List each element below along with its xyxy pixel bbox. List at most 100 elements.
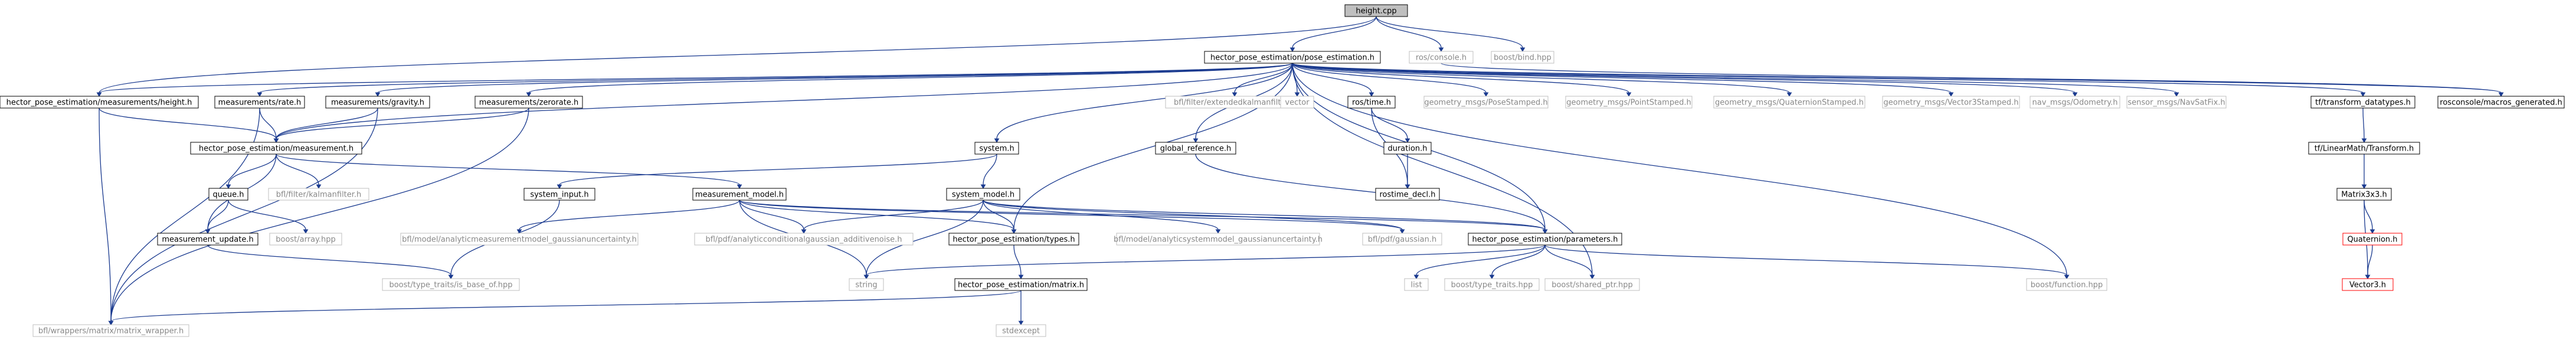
node-label-nav-msgs-odometry-h: nav_msgs/Odometry.h xyxy=(2032,99,2118,107)
node-pose-estimation-h[interactable]: hector_pose_estimation/pose_estimation.h xyxy=(1204,51,1381,64)
arrowhead-parameters-h-to-list xyxy=(1413,275,1419,279)
node-boost-function-hpp[interactable]: boost/function.hpp xyxy=(2026,278,2107,291)
node-boost-is-base-of-hpp[interactable]: boost/type_traits/is_base_of.hpp xyxy=(382,278,520,291)
node-bfl-gaussian-h[interactable]: bfl/pdf/gaussian.h xyxy=(1362,233,1442,246)
edge-pose-estimation-h-to-boost-function-hpp xyxy=(1292,63,2067,276)
node-box-measurement-model-h xyxy=(692,188,787,201)
arrowhead-height-cpp-to-ros-console-h xyxy=(1438,47,1444,52)
node-geometry-msgs-pointstamped-h[interactable]: geometry_msgs/PointStamped.h xyxy=(1565,96,1693,109)
arrowhead-pose-estimation-h-to-geometry-msgs-posestamped-h xyxy=(1483,92,1489,97)
arrowhead-types-h-to-matrix-h xyxy=(1018,275,1024,279)
edge-queue-h-to-boost-array-hpp xyxy=(228,200,306,230)
node-height-cpp[interactable]: height.cpp xyxy=(1344,4,1408,17)
node-measurements-gravity-h[interactable]: measurements/gravity.h xyxy=(325,96,430,109)
node-box-linearmath-transform-h xyxy=(2308,142,2420,155)
node-system-h[interactable]: system.h xyxy=(974,142,1019,155)
node-matrix3x3-h[interactable]: Matrix3x3.h xyxy=(2336,188,2392,201)
node-rosconsole-macros-generated-h[interactable]: rosconsole/macros_generated.h xyxy=(2437,96,2565,109)
node-label-duration-h: duration.h xyxy=(1387,145,1427,153)
node-sensor-msgs-navsatfix-h[interactable]: sensor_msgs/NavSatFix.h xyxy=(2126,96,2227,109)
node-geometry-msgs-posestamped-h[interactable]: geometry_msgs/PoseStamped.h xyxy=(1423,96,1549,109)
edge-pose-estimation-h-to-system-h xyxy=(996,63,1293,139)
edge-parameters-h-to-boost-shared-ptr-hpp xyxy=(1544,244,1593,276)
node-geometry-msgs-vector3stamped-h[interactable]: geometry_msgs/Vector3Stamped.h xyxy=(1882,96,2020,109)
node-label-stdexcept: stdexcept xyxy=(1002,327,1040,336)
node-boost-type-traits-hpp[interactable]: boost/type_traits.hpp xyxy=(1444,278,1540,291)
node-ros-time-h[interactable]: ros/time.h xyxy=(1347,96,1396,109)
node-matrix-wrapper-h[interactable]: bfl/wrappers/matrix/matrix_wrapper.h xyxy=(32,324,189,337)
edge-pose-estimation-h-to-tf-transform-datatypes-h xyxy=(1292,63,2364,93)
node-vector[interactable]: vector xyxy=(1280,96,1314,109)
node-label-boost-shared-ptr-hpp: boost/shared_ptr.hpp xyxy=(1552,281,1633,290)
edge-height-cpp-to-ros-console-h xyxy=(1376,16,1442,48)
edge-measurements-gravity-h-to-matrix-wrapper-h xyxy=(110,107,378,322)
node-measurements-rate-h[interactable]: measurements/rate.h xyxy=(214,96,305,109)
node-measurements-zerorate-h[interactable]: measurements/zerorate.h xyxy=(474,96,583,109)
arrowhead-measurement-model-h-to-bfl-analyticmeasurementmodel-h xyxy=(516,229,522,234)
arrowhead-pose-estimation-h-to-vector xyxy=(1294,92,1300,97)
node-label-boost-type-traits-hpp: boost/type_traits.hpp xyxy=(1451,281,1533,290)
node-list[interactable]: list xyxy=(1404,278,1429,291)
node-global-reference-h[interactable]: global_reference.h xyxy=(1155,142,1236,155)
node-box-vector xyxy=(1280,96,1314,109)
node-stdexcept[interactable]: stdexcept xyxy=(996,324,1046,337)
arrowhead-system-input-h-to-boost-is-base-of-hpp xyxy=(448,275,454,279)
node-label-pose-estimation-h: hector_pose_estimation/pose_estimation.h xyxy=(1210,54,1374,63)
arrowhead-measurement-h-to-bfl-kalmanfilter-h xyxy=(316,184,322,189)
node-label-bfl-gaussian-h: bfl/pdf/gaussian.h xyxy=(1368,236,1436,244)
node-parameters-h[interactable]: hector_pose_estimation/parameters.h xyxy=(1468,233,1622,246)
edge-types-h-to-matrix-h xyxy=(1013,244,1022,276)
edge-system-h-to-system-model-h xyxy=(983,153,997,185)
edge-measurements-gravity-h-to-measurement-h xyxy=(276,107,378,139)
node-geometry-msgs-quaternionstamped-h[interactable]: geometry_msgs/QuaternionStamped.h xyxy=(1713,96,1865,109)
edge-measurements-height-h-to-matrix-wrapper-h xyxy=(99,107,112,322)
node-box-geometry-msgs-quaternionstamped-h xyxy=(1713,96,1865,109)
node-boost-array-hpp[interactable]: boost/array.hpp xyxy=(269,233,342,246)
node-string[interactable]: string xyxy=(849,278,884,291)
node-duration-h[interactable]: duration.h xyxy=(1383,142,1432,155)
node-box-system-input-h xyxy=(523,188,595,201)
node-bfl-analyticsystemmodel-h[interactable]: bfl/model/analyticsystemmodel_gaussianun… xyxy=(1114,233,1323,246)
node-label-linearmath-transform-h: tf/LinearMath/Transform.h xyxy=(2315,145,2414,153)
node-tf-transform-datatypes-h[interactable]: tf/transform_datatypes.h xyxy=(2310,96,2415,109)
edge-measurement-model-h-to-bfl-gaussian-h xyxy=(739,200,1403,230)
edge-measurement-h-to-queue-h xyxy=(228,153,277,185)
node-label-boost-is-base-of-hpp: boost/type_traits/is_base_of.hpp xyxy=(389,281,512,290)
node-label-tf-transform-datatypes-h: tf/transform_datatypes.h xyxy=(2315,99,2411,107)
node-rostime-decl-h[interactable]: rostime_decl.h xyxy=(1375,188,1440,201)
node-types-h[interactable]: hector_pose_estimation/types.h xyxy=(948,233,1079,246)
arrowhead-pose-estimation-h-to-geometry-msgs-vector3stamped-h xyxy=(1948,92,1954,97)
node-boost-shared-ptr-hpp[interactable]: boost/shared_ptr.hpp xyxy=(1544,278,1640,291)
edge-height-cpp-to-measurements-height-h xyxy=(99,16,1377,93)
node-linearmath-transform-h[interactable]: tf/LinearMath/Transform.h xyxy=(2308,142,2420,155)
node-bfl-analyticconditionalgaussian-h[interactable]: bfl/pdf/analyticconditionalgaussian_addi… xyxy=(694,233,914,246)
edge-measurement-h-to-measurement-model-h xyxy=(276,153,740,185)
node-measurements-height-h[interactable]: hector_pose_estimation/measurements/heig… xyxy=(0,96,199,109)
edge-system-model-h-to-types-h xyxy=(983,200,1014,230)
node-vector3-h[interactable]: Vector3.h xyxy=(2342,278,2394,291)
node-label-rostime-decl-h: rostime_decl.h xyxy=(1379,191,1435,200)
node-box-boost-array-hpp xyxy=(269,233,342,246)
node-quaternion-h[interactable]: Quaternion.h xyxy=(2342,233,2402,246)
node-measurement-update-h[interactable]: measurement_update.h xyxy=(157,233,258,246)
node-box-queue-h xyxy=(208,188,248,201)
node-label-string: string xyxy=(855,281,877,290)
node-ros-console-h[interactable]: ros/console.h xyxy=(1409,51,1474,64)
node-box-bfl-analyticsystemmodel-h xyxy=(1116,233,1320,246)
node-nav-msgs-odometry-h[interactable]: nav_msgs/Odometry.h xyxy=(2030,96,2120,109)
edge-matrix3x3-h-to-quaternion-h xyxy=(2364,200,2373,230)
node-box-geometry-msgs-posestamped-h xyxy=(1423,96,1549,109)
node-bfl-kalmanfilter-h[interactable]: bfl/filter/kalmanfilter.h xyxy=(268,188,369,201)
node-system-input-h[interactable]: system_input.h xyxy=(523,188,595,201)
node-box-matrix3x3-h xyxy=(2336,188,2392,201)
node-system-model-h[interactable]: system_model.h xyxy=(946,188,1020,201)
node-measurement-model-h[interactable]: measurement_model.h xyxy=(692,188,787,201)
node-boost-bind-hpp[interactable]: boost/bind.hpp xyxy=(1491,51,1554,64)
node-measurement-h[interactable]: hector_pose_estimation/measurement.h xyxy=(190,142,362,155)
node-box-geometry-msgs-pointstamped-h xyxy=(1565,96,1693,109)
arrowhead-matrix-h-to-matrix-wrapper-h xyxy=(108,321,114,325)
edge-measurement-model-h-to-types-h xyxy=(739,200,1014,230)
node-bfl-analyticmeasurementmodel-h[interactable]: bfl/model/analyticmeasurementmodel_gauss… xyxy=(400,233,639,246)
node-queue-h[interactable]: queue.h xyxy=(208,188,248,201)
node-matrix-h[interactable]: hector_pose_estimation/matrix.h xyxy=(954,278,1088,291)
